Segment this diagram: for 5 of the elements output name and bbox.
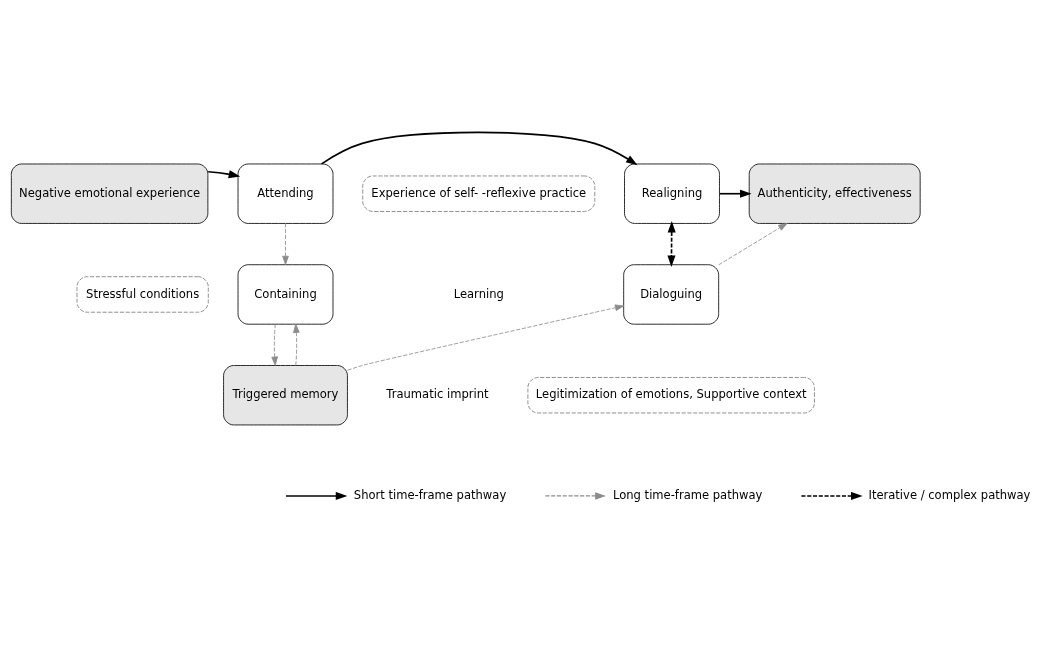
legend-label: Short time-frame pathway bbox=[353, 487, 507, 502]
label: Learning bbox=[453, 286, 504, 301]
legend-label: Long time-frame pathway bbox=[612, 487, 763, 502]
label: Traumatic imprint bbox=[386, 386, 489, 401]
legend-label: Iterative / complex pathway bbox=[868, 487, 1031, 502]
